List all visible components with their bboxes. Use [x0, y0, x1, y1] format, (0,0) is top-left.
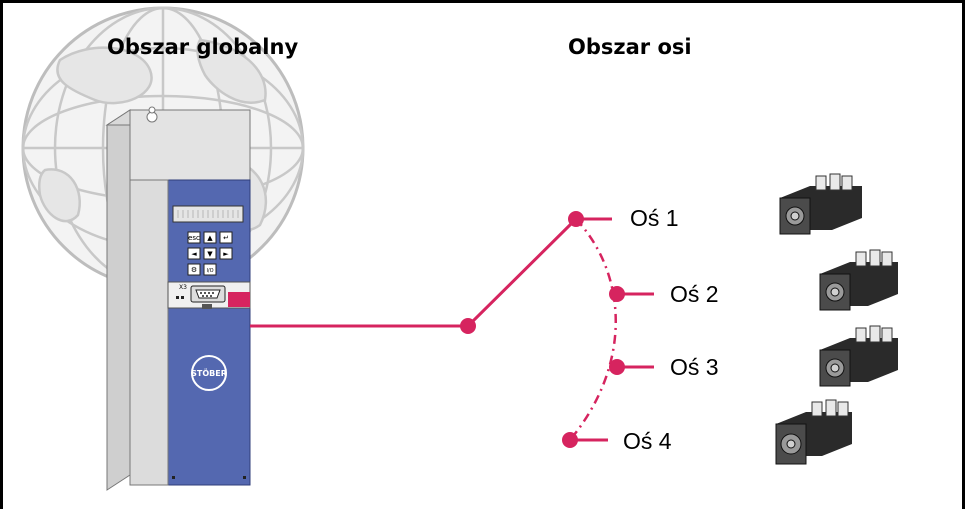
- axis-label-4: Oś 4: [623, 428, 672, 454]
- motor-icon-1: [779, 173, 862, 235]
- axis-selection-arc: [569, 218, 617, 441]
- motor-icon-2: [819, 249, 898, 311]
- device-keypad: esc ▲ ↵ ◄ ▼ ► ⚙ I/O: [187, 231, 233, 276]
- key-settings: ⚙: [191, 266, 197, 274]
- axis-label-1: Oś 1: [630, 205, 679, 231]
- key-enter: ↵: [223, 234, 229, 242]
- key-esc: esc: [188, 234, 200, 242]
- connection-lines: [250, 211, 654, 448]
- serial-port-icon: [190, 285, 226, 303]
- port-label: X3: [179, 284, 187, 291]
- heading-axis-area: Obszar osi: [568, 35, 692, 59]
- key-io: I/O: [206, 268, 213, 274]
- heading-global-area: Obszar globalny: [107, 35, 299, 59]
- fieldbus-port-highlight: [228, 292, 250, 307]
- axis-label-3: Oś 3: [670, 354, 719, 380]
- key-left: ◄: [191, 250, 197, 258]
- motor-icon-3: [819, 325, 898, 387]
- axis-connector-1: [568, 211, 612, 227]
- key-down: ▼: [207, 250, 213, 258]
- brand-label: STÖBER: [191, 368, 227, 378]
- key-right: ►: [223, 250, 229, 258]
- axis-connector-4: [562, 432, 608, 448]
- drive-device: esc ▲ ↵ ◄ ▼ ► ⚙ I/O X3 STÖBER: [105, 106, 251, 491]
- mounting-hole-icon: [146, 106, 158, 123]
- axis-connector-2: [609, 286, 654, 302]
- stober-logo: STÖBER: [191, 355, 227, 391]
- axis-label-2: Oś 2: [670, 281, 719, 307]
- axis-connector-3: [609, 359, 654, 375]
- key-up: ▲: [207, 234, 213, 242]
- motor-icon-4: [775, 399, 852, 465]
- main-bus-line: [250, 217, 578, 328]
- bus-junction-node: [460, 318, 476, 334]
